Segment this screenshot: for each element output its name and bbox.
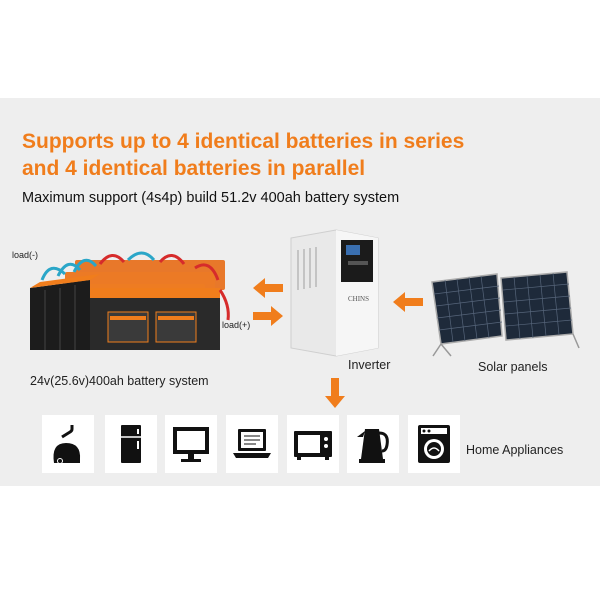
arrow-right-to-inverter-icon — [253, 306, 283, 326]
arrow-solar-to-inverter-icon — [393, 292, 423, 312]
solar-panels-illustration — [431, 271, 580, 357]
microwave-tile — [287, 415, 339, 473]
solar-panels-label: Solar panels — [478, 360, 548, 374]
television-icon — [173, 427, 209, 462]
headline-line-2: and 4 identical batteries in parallel — [22, 157, 366, 180]
electric-kettle-tile — [347, 415, 399, 473]
headline-line-1: Supports up to 4 identical batteries in … — [22, 130, 465, 153]
refrigerator-tile — [105, 415, 157, 473]
inverter-label: Inverter — [348, 358, 391, 372]
vacuum-cleaner-icon — [53, 425, 81, 464]
battery-system-label: 24v(25.6v)400ah battery system — [30, 374, 209, 388]
laptop-icon — [233, 429, 271, 458]
arrow-left-to-battery-icon — [253, 278, 283, 298]
washing-machine-tile — [408, 415, 460, 473]
microwave-icon — [294, 431, 332, 460]
load-negative-label: load(-) — [12, 250, 39, 260]
inverter-brand: CHINS — [348, 295, 370, 303]
vacuum-cleaner-tile — [42, 415, 94, 473]
battery-bank-illustration — [30, 251, 230, 350]
inverter-illustration — [290, 229, 379, 357]
load-positive-label: load(+) — [222, 320, 251, 330]
laptop-tile — [226, 415, 278, 473]
electric-kettle-icon — [357, 429, 389, 463]
solar-panel-right — [500, 271, 574, 341]
refrigerator-icon — [121, 425, 141, 463]
television-tile — [165, 415, 217, 473]
headline: Supports up to 4 identical batteries in … — [22, 128, 464, 182]
solar-panel-left — [431, 273, 503, 345]
home-appliances-label: Home Appliances — [466, 443, 564, 457]
washing-machine-icon — [418, 425, 450, 463]
subheadline: Maximum support (4s4p) build 51.2v 400ah… — [22, 190, 400, 206]
battery-front-row — [30, 274, 220, 350]
battery-cables — [40, 251, 230, 321]
arrow-down-to-appliances-icon — [325, 378, 345, 408]
